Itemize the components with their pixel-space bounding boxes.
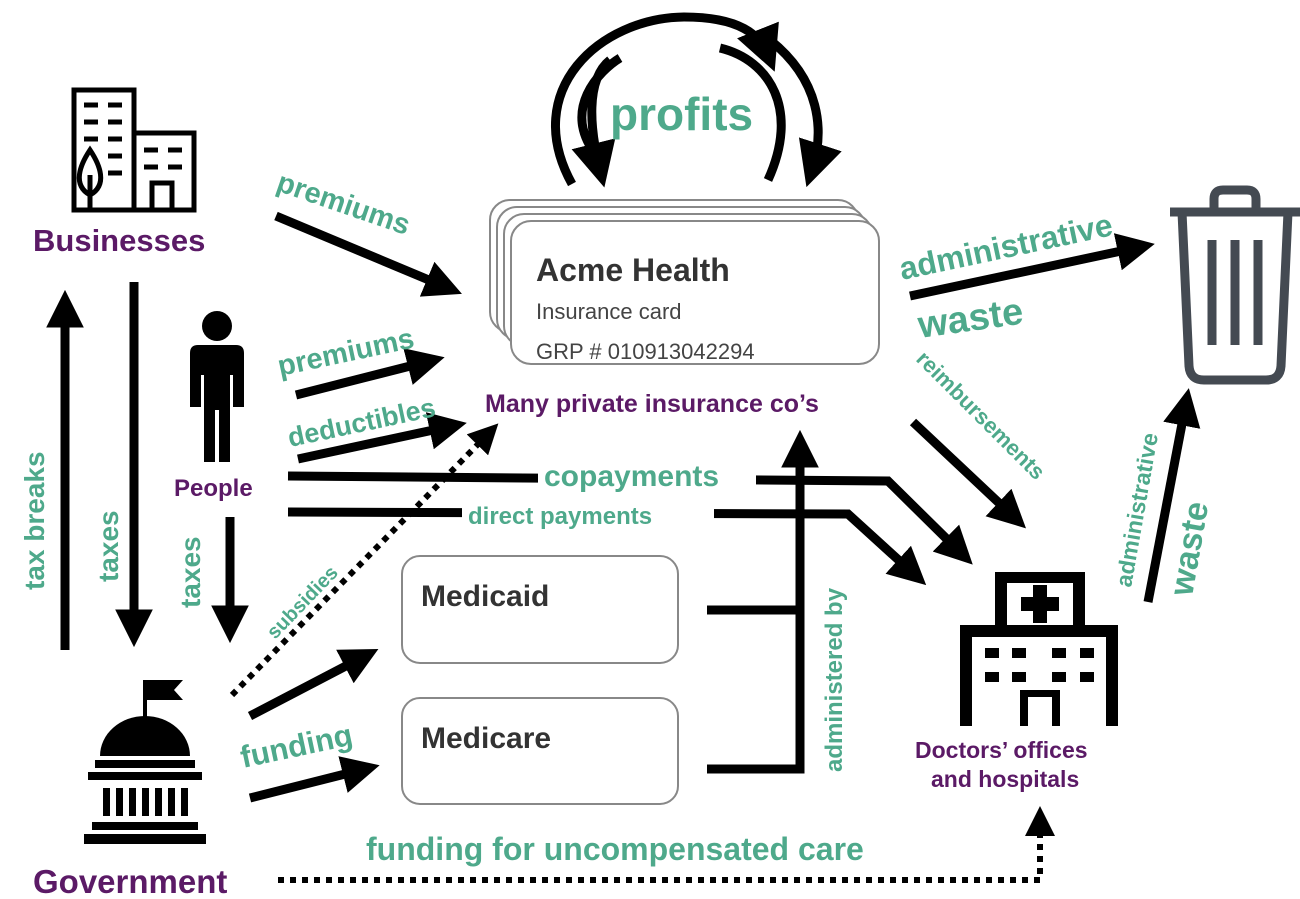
flow-label-taxes-people: taxes (175, 536, 206, 608)
flow-label-waste-top: waste (914, 291, 1025, 347)
flow-label-uncompensated-care: funding for uncompensated care (366, 831, 864, 867)
flow-label-subsidies: subsidies (263, 562, 343, 644)
flow-label-premiums-business: premiums (273, 166, 414, 241)
flow-label-direct-payments: direct payments (468, 503, 652, 530)
copayments-label-bg (538, 458, 756, 492)
flow-label-taxes-business: taxes (93, 510, 124, 582)
direct-payments-label-bg (462, 500, 714, 530)
arrow-funding-medicaid (247, 649, 379, 720)
flow-label-funding: funding (237, 717, 355, 775)
card-type: Insurance card (536, 299, 682, 324)
profits-arrow-into-card-right (767, 36, 842, 188)
trash-can-icon (1170, 185, 1300, 385)
person-icon (190, 311, 244, 462)
medicaid-label: Medicaid (421, 580, 549, 613)
profits-arrow-into-card-left (571, 56, 616, 188)
medicare-box (401, 697, 679, 805)
arrow-subsidies (229, 423, 499, 698)
arrow-uncompensated-care (278, 806, 1055, 883)
flow-label-tax-breaks: tax breaks (19, 451, 50, 590)
arrow-funding-medicare (248, 756, 380, 803)
arrow-administered-by-medicare (707, 429, 819, 774)
arrow-reimbursements (909, 418, 1027, 529)
arrow-people-deductibles (297, 412, 467, 464)
arrow-admin-waste-right (1143, 388, 1201, 603)
flow-label-profits: profits (610, 88, 753, 140)
card-group-number: GRP # 010913042294 (536, 339, 755, 364)
flow-label-administered-by: administered by (821, 587, 848, 772)
capitol-building-icon (84, 680, 206, 844)
flow-label-waste-right: waste (1162, 499, 1216, 600)
office-buildings-icon (71, 87, 197, 213)
insurance-card-stack (489, 199, 880, 365)
node-label-government: Government (33, 863, 227, 899)
flow-label-copayments: copayments (544, 460, 719, 493)
hospital-icon (960, 572, 1118, 726)
profits-arrow-left (550, 12, 779, 187)
arrow-copayments (287, 471, 973, 565)
card-insurer-name: Acme Health (536, 252, 730, 288)
node-label-insurance: Many private insurance co’s (485, 390, 819, 418)
node-label-providers-line2: and hospitals (931, 766, 1079, 792)
node-label-providers-line1: Doctors’ offices (915, 737, 1088, 763)
flow-label-reimbursements: reimbursements (911, 346, 1050, 485)
node-label-businesses: Businesses (33, 223, 205, 258)
node-label-people: People (174, 475, 253, 502)
profits-arrow-right (718, 43, 786, 182)
arrow-admin-waste-top (909, 233, 1155, 301)
medicare-label: Medicare (421, 722, 551, 755)
arrow-people-premiums (294, 348, 445, 400)
arrow-business-premiums (274, 211, 462, 297)
medicaid-box (401, 555, 679, 664)
